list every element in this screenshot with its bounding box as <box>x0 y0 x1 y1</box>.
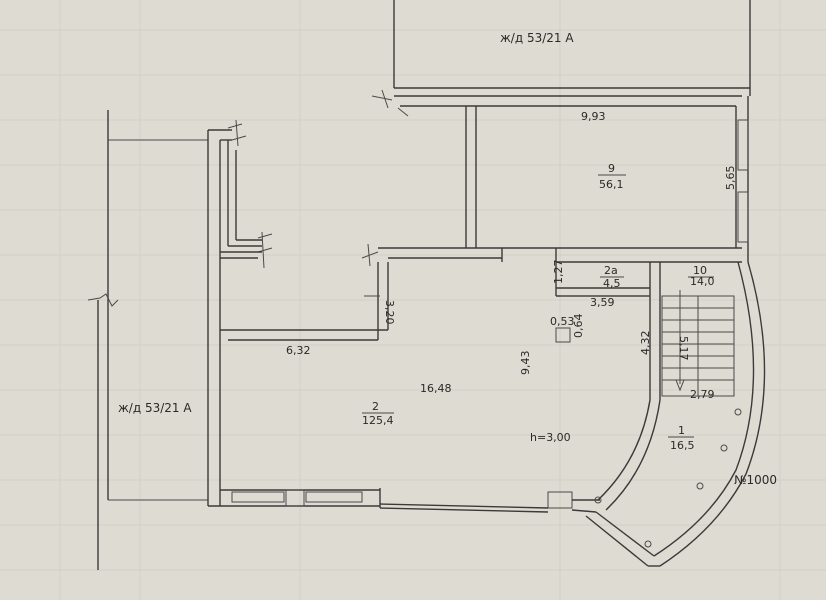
building-number: №1000 <box>734 473 777 487</box>
dim-9-43: 9,43 <box>519 351 532 376</box>
room-9-number: 9 <box>608 162 615 175</box>
exterior-walls <box>207 119 600 513</box>
dim-0-64: 0,64 <box>572 314 585 339</box>
dim-2-79: 2,79 <box>690 388 715 401</box>
dim-6-32: 6,32 <box>286 344 311 357</box>
room-2-number: 2 <box>372 400 379 413</box>
adjacent-building-top <box>371 0 751 117</box>
dim-3-59: 3,59 <box>590 296 615 309</box>
dim-9-93: 9,93 <box>581 110 606 123</box>
ceiling-height-label: h=3,00 <box>530 431 571 444</box>
adjacent-building-left <box>87 110 208 570</box>
room-1-area: 16,5 <box>670 439 695 452</box>
dim-0-53: 0,53 <box>550 315 575 328</box>
dim-5-65: 5,65 <box>724 166 737 191</box>
dim-1-27: 1,27 <box>552 260 565 285</box>
dim-4-32: 4,32 <box>639 331 652 356</box>
dim-5-17: 5,17 <box>677 336 690 361</box>
stairwell-rooms <box>585 261 766 567</box>
room-9-area: 56,1 <box>599 178 624 191</box>
room-2-area: 125,4 <box>362 414 394 427</box>
room-9-outline <box>378 95 749 263</box>
room-2a-number: 2а <box>604 264 618 277</box>
room-10-number: 10 <box>693 264 707 277</box>
adjacent-building-top-label: ж/д 53/21 А <box>500 31 574 45</box>
room-1-number: 1 <box>678 424 685 437</box>
dim-16-48: 16,48 <box>420 382 452 395</box>
room-2a-area: 4,5 <box>603 277 621 290</box>
dim-3-20: 3,20 <box>383 300 396 325</box>
room-10-area: 14,0 <box>690 275 715 288</box>
adjacent-building-left-label: ж/д 53/21 А <box>118 401 192 415</box>
